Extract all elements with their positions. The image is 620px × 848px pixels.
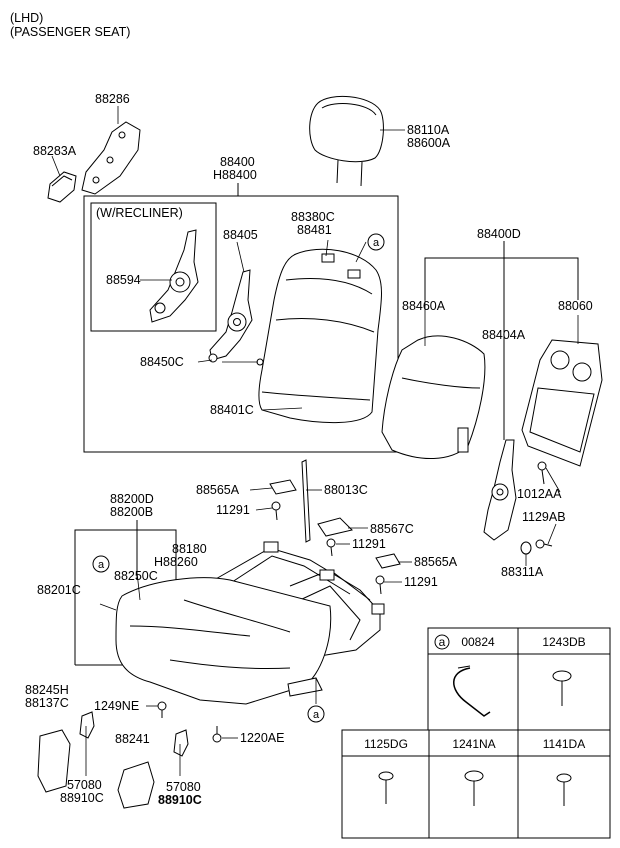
label-88404A: 88404A	[482, 328, 526, 342]
label-w-recliner: (W/RECLINER)	[96, 206, 183, 220]
label-88200B: 88200B	[110, 505, 154, 519]
legend-code-1241NA: 1241NA	[452, 737, 495, 751]
header-passenger-seat: (PASSENGER SEAT)	[10, 25, 131, 39]
seat-cushion	[115, 577, 332, 705]
rod-88013C	[301, 459, 311, 543]
label-88201C: 88201C	[37, 583, 81, 597]
label-88594: 88594	[106, 273, 141, 287]
legend-code-1125DG: 1125DG	[364, 737, 408, 751]
label-1129AB: 1129AB	[522, 510, 566, 524]
headrest	[309, 95, 384, 187]
callout-a-top-text: a	[373, 237, 380, 249]
legend-code-00824: 00824	[461, 635, 495, 649]
knob-88283A	[47, 171, 77, 203]
legend-code-1141DA: 1141DA	[543, 737, 585, 751]
legend-table	[341, 627, 611, 839]
header-lhd: (LHD)	[10, 11, 44, 25]
callout-a-left	[92, 555, 110, 573]
clip-88565A-lower	[375, 553, 401, 569]
callout-a-left-text: a	[98, 559, 105, 571]
label-88910C-right: 88910C	[158, 793, 202, 807]
callout-a-bottom	[307, 705, 325, 723]
label-88460A: 88460A	[402, 299, 446, 313]
cover-88241	[117, 761, 155, 809]
label-88567C: 88567C	[370, 522, 414, 536]
label-88060: 88060	[558, 299, 593, 313]
seat-frame	[213, 541, 385, 657]
label-88380C: 88380C	[291, 210, 335, 224]
callout-a-top	[367, 233, 385, 251]
label-88250C: 88250C	[114, 569, 158, 583]
bolts-right	[520, 461, 553, 555]
latch-57080-right	[173, 729, 189, 757]
diagram-header: (LHD) (PASSENGER SEAT)	[10, 11, 130, 39]
label-88400D: 88400D	[477, 227, 521, 241]
recliner-88594	[149, 229, 199, 323]
label-88283A: 88283A	[33, 144, 77, 158]
label-88311A: 88311A	[501, 565, 544, 579]
label-88565A-upper: 88565A	[196, 483, 240, 497]
label-88401C: 88401C	[210, 403, 254, 417]
bracket-88286	[81, 121, 141, 195]
label-88245H: 88245H	[25, 683, 69, 697]
label-11291-upper: 11291	[216, 503, 250, 517]
callout-a-bottom-text: a	[313, 709, 320, 721]
backrest-88380C	[256, 248, 382, 424]
label-88481: 88481	[297, 223, 332, 237]
label-88405: 88405	[223, 228, 258, 242]
label-88400: 88400	[220, 155, 255, 169]
clip-88565A-upper	[269, 479, 297, 495]
label-88241: 88241	[115, 732, 150, 746]
cover-88245H	[37, 729, 71, 793]
leader-lines	[51, 106, 579, 776]
recliner-88405	[208, 269, 253, 363]
label-57080-left: 57080	[67, 778, 102, 792]
label-88600A: 88600A	[407, 136, 451, 150]
backpanel-88060	[521, 339, 603, 467]
label-88565A-lower: 88565A	[414, 555, 458, 569]
label-88180: 88180	[172, 542, 207, 556]
backrest-assembly-box	[83, 195, 399, 453]
label-88450C: 88450C	[140, 355, 184, 369]
label-H88260: H88260	[154, 555, 198, 569]
label-88013C: 88013C	[324, 483, 368, 497]
label-57080-right: 57080	[166, 780, 201, 794]
legend-marker-a: a	[439, 635, 446, 649]
label-88200D: 88200D	[110, 492, 154, 506]
callouts	[92, 233, 385, 723]
label-1249NE: 1249NE	[94, 699, 140, 713]
label-H88400: H88400	[213, 168, 257, 182]
latch-57080-left	[79, 711, 95, 739]
recliner-box	[90, 202, 217, 332]
label-88910C-left: 88910C	[60, 791, 104, 805]
label-88286: 88286	[95, 92, 130, 106]
screws-11291	[271, 501, 385, 595]
label-11291-middle: 11291	[352, 537, 386, 551]
screws-cushion	[157, 701, 222, 743]
backrest-88460A	[381, 335, 486, 459]
label-88137C: 88137C	[25, 696, 69, 710]
label-1012AA: 1012AA	[517, 487, 562, 501]
label-11291-lower: 11291	[404, 575, 438, 589]
label-1220AE: 1220AE	[240, 731, 285, 745]
recliner-88404A	[483, 439, 517, 541]
label-88110A: 88110A	[407, 123, 450, 137]
legend-code-1243DB: 1243DB	[542, 635, 585, 649]
cover-88567C	[317, 517, 353, 537]
